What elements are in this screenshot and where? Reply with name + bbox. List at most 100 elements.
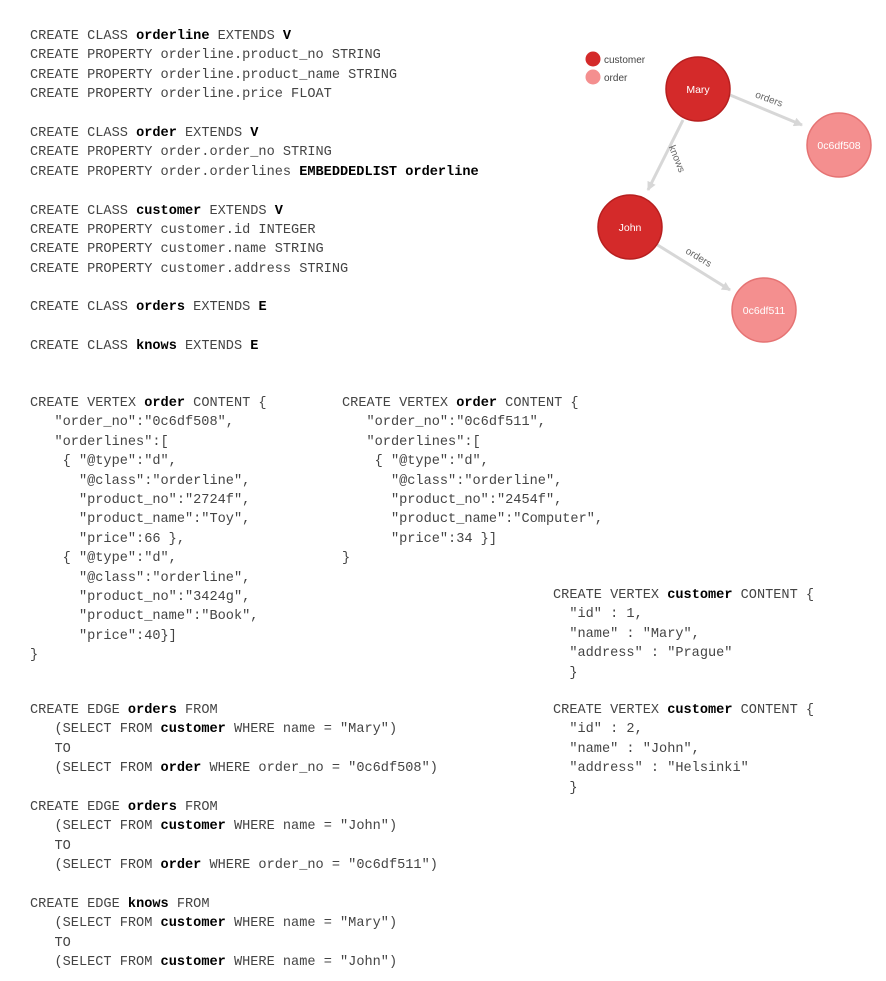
code-line: CREATE CLASS customer EXTENDS V: [30, 202, 479, 221]
code-line: }: [553, 664, 814, 683]
code-text: "id" : 1,: [553, 607, 643, 623]
node-mary[interactable]: Mary: [665, 56, 731, 122]
code-line: "product_name":"Book",: [30, 607, 267, 626]
code-line: [30, 279, 479, 298]
code-line: { "@type":"d",: [30, 452, 267, 471]
code-text: TO: [30, 741, 71, 757]
code-keyword: EMBEDDEDLIST orderline: [299, 164, 479, 180]
code-text: "product_no":"3424g",: [30, 589, 251, 605]
code-line: "product_no":"2454f",: [342, 491, 603, 510]
code-keyword: E: [258, 300, 267, 316]
edges-code-block: CREATE EDGE orders FROM (SELECT FROM cus…: [30, 701, 438, 972]
code-text: WHERE name = "Mary"): [225, 722, 398, 738]
legend-order-swatch: [585, 69, 601, 85]
node-mary-circle[interactable]: [665, 56, 731, 122]
code-text: "price":66 },: [30, 531, 185, 547]
node-john[interactable]: John: [597, 194, 663, 260]
code-text: CONTENT {: [732, 588, 815, 603]
code-text: CREATE VERTEX: [30, 396, 145, 411]
code-line: [30, 105, 479, 124]
edge-mary-knows-label: knows: [666, 144, 687, 174]
code-keyword: customer: [160, 955, 226, 971]
code-text: }: [553, 780, 578, 796]
code-text: EXTENDS: [176, 125, 251, 141]
node-order-0c6df508[interactable]: 0c6df508: [806, 112, 872, 178]
code-text: EXTENDS: [209, 29, 283, 44]
code-line: { "@type":"d",: [342, 452, 603, 471]
node-john-circle[interactable]: [597, 194, 663, 260]
code-text: (SELECT FROM: [30, 858, 161, 874]
code-line: "product_name":"Computer",: [342, 510, 603, 529]
code-text: CREATE PROPERTY customer.id INTEGER: [30, 222, 316, 238]
code-text: TO: [30, 838, 71, 854]
code-text: CREATE CLASS: [30, 29, 137, 44]
code-text: "product_name":"Book",: [30, 609, 259, 625]
code-line: CREATE PROPERTY customer.name STRING: [30, 240, 479, 259]
code-line: { "@type":"d",: [30, 549, 267, 568]
code-line: }: [30, 646, 267, 665]
code-text: CONTENT {: [732, 703, 815, 718]
code-text: WHERE name = "Mary"): [225, 916, 398, 932]
node-order-0c6df508-circle[interactable]: [806, 112, 872, 178]
code-text: CREATE VERTEX: [553, 703, 668, 718]
code-line: "order_no":"0c6df508",: [30, 413, 267, 432]
code-text: "order_no":"0c6df508",: [30, 415, 234, 431]
node-order-0c6df511-circle[interactable]: [731, 277, 797, 343]
code-text: (SELECT FROM: [30, 761, 161, 777]
vertex-order-2-code-block: CREATE VERTEX order CONTENT { "order_no"…: [342, 394, 603, 569]
code-keyword: V: [250, 125, 259, 141]
code-line: "orderlines":[: [30, 433, 267, 452]
code-line: "name" : "Mary",: [553, 625, 814, 644]
code-text: FROM: [176, 799, 218, 815]
code-line: [30, 779, 438, 798]
code-text: }: [553, 665, 578, 681]
code-line: "@class":"orderline",: [342, 472, 603, 491]
code-text: WHERE order_no = "0c6df511"): [201, 858, 438, 874]
code-keyword: order: [144, 396, 186, 411]
code-line: (SELECT FROM order WHERE order_no = "0c6…: [30, 856, 438, 875]
code-text: CREATE CLASS: [30, 300, 137, 316]
code-keyword: customer: [160, 722, 226, 738]
graph-legend: customer order: [585, 51, 646, 85]
code-line: "address" : "Helsinki": [553, 759, 814, 778]
code-line: CREATE EDGE orders FROM: [30, 701, 438, 720]
edge-mary-orders: [729, 93, 803, 127]
code-line: "product_name":"Toy",: [30, 510, 267, 529]
code-line: }: [342, 549, 603, 568]
code-text: }: [30, 648, 39, 664]
code-text: EXTENDS: [176, 339, 251, 355]
code-text: CREATE PROPERTY customer.name STRING: [30, 242, 324, 258]
code-line: CREATE VERTEX order CONTENT {: [342, 394, 603, 413]
code-text: "address" : "Helsinki": [553, 761, 749, 777]
code-text: CREATE EDGE: [30, 896, 128, 912]
node-mary-label: Mary: [686, 84, 710, 96]
code-text: CREATE PROPERTY orderline.price FLOAT: [30, 87, 332, 103]
code-line: [30, 182, 479, 201]
code-keyword: orders: [127, 703, 177, 718]
code-text: }: [342, 551, 351, 567]
code-keyword: order: [456, 396, 498, 411]
graph-view: customer order orders knows orders Mary …: [585, 51, 872, 343]
node-order-0c6df511[interactable]: 0c6df511: [731, 277, 797, 343]
code-text: "product_no":"2724f",: [30, 492, 251, 508]
code-line: CREATE PROPERTY orderline.product_name S…: [30, 66, 479, 85]
code-text: "@class":"orderline",: [30, 473, 251, 489]
code-keyword: orders: [136, 300, 186, 316]
legend-customer-swatch: [585, 51, 601, 67]
code-line: CREATE CLASS orderline EXTENDS V: [30, 27, 479, 46]
code-line: CREATE CLASS knows EXTENDS E: [30, 337, 479, 356]
code-line: TO: [30, 934, 438, 953]
code-line: CREATE VERTEX order CONTENT {: [30, 394, 267, 413]
code-keyword: E: [250, 339, 259, 355]
code-keyword: customer: [160, 916, 226, 932]
code-line: "price":34 }]: [342, 530, 603, 549]
code-line: (SELECT FROM customer WHERE name = "Mary…: [30, 720, 438, 739]
code-line: (SELECT FROM customer WHERE name = "Mary…: [30, 914, 438, 933]
code-line: CREATE EDGE orders FROM: [30, 798, 438, 817]
vertex-order-1-code-block: CREATE VERTEX order CONTENT { "order_no"…: [30, 394, 267, 665]
code-text: "@class":"orderline",: [342, 473, 563, 489]
code-text: CREATE PROPERTY orderline.product_name S…: [30, 67, 398, 83]
code-keyword: orderline: [136, 29, 210, 44]
code-text: WHERE name = "John"): [225, 819, 398, 835]
code-text: CREATE CLASS: [30, 125, 137, 141]
